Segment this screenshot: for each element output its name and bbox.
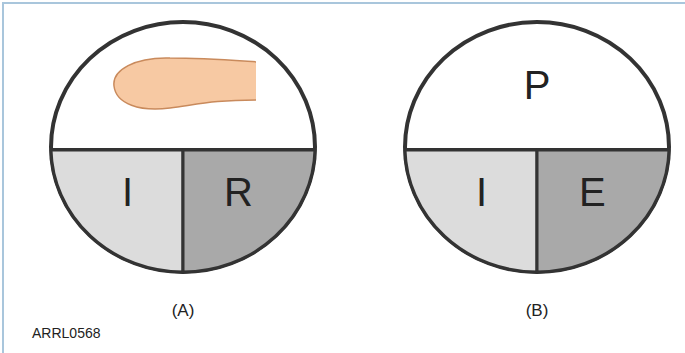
circle-border [51,22,315,272]
segment-shape [51,150,183,272]
circle-diagram: (A) I R [48,20,318,325]
segment-fill [405,150,537,272]
segment-fill [183,150,315,272]
circle-segment: I [51,150,183,272]
segment-shape [405,150,537,272]
circle-border [405,22,669,272]
figure-caption: (B) [526,302,549,319]
finger-cut [256,50,262,110]
segment-letter: I [122,172,133,212]
segment-letter: R [224,172,253,212]
circle-segment: I [405,150,537,272]
segment-letter: P [524,65,551,105]
finger-illustration [114,58,258,109]
figure-caption: (A) [172,302,195,319]
frame-line [3,3,685,353]
segment-fill [51,150,183,272]
segment-letter: I [476,172,487,212]
segment-fill [537,150,669,272]
circle-segment: R [183,150,315,272]
figure-code: ARRL0568 [32,325,101,341]
segment-letter: E [579,172,606,212]
circle-segment: E [537,150,669,272]
circle-diagram: P (B) I E [402,20,672,325]
